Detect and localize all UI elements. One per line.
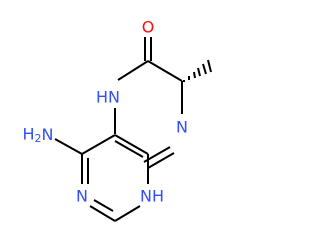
bonds <box>54 37 212 222</box>
bond-carbonyl-nh <box>117 60 149 81</box>
bond-c4a-c8a-a <box>114 134 149 155</box>
ring-n-right-label: N <box>176 118 188 137</box>
bond-n-c2 <box>89 205 116 222</box>
bond-c4-nh2 <box>54 138 83 155</box>
amino-group-label: H2N <box>23 125 54 145</box>
bond-c2-inner <box>93 199 114 212</box>
pyrimidine-n-left-label: N <box>76 187 88 206</box>
bond-c4a-c8a-b <box>114 140 144 158</box>
bond-c2-nh <box>114 205 141 222</box>
carbonyl-oxygen-label: O <box>142 18 155 37</box>
bond-n-c8a-a <box>147 152 175 169</box>
atom-labels: O HN N H2N N NH <box>23 18 188 206</box>
bond-c4a-c4 <box>81 134 116 155</box>
bond-carbonyl-ch <box>147 60 183 82</box>
stereo-methyl-wedge <box>183 59 212 82</box>
pyrimidine-nh-bottom-label: NH <box>140 187 164 206</box>
ring-nh-top-label: HN <box>96 88 120 107</box>
molecule-structure: O HN N H2N N NH <box>23 18 212 222</box>
